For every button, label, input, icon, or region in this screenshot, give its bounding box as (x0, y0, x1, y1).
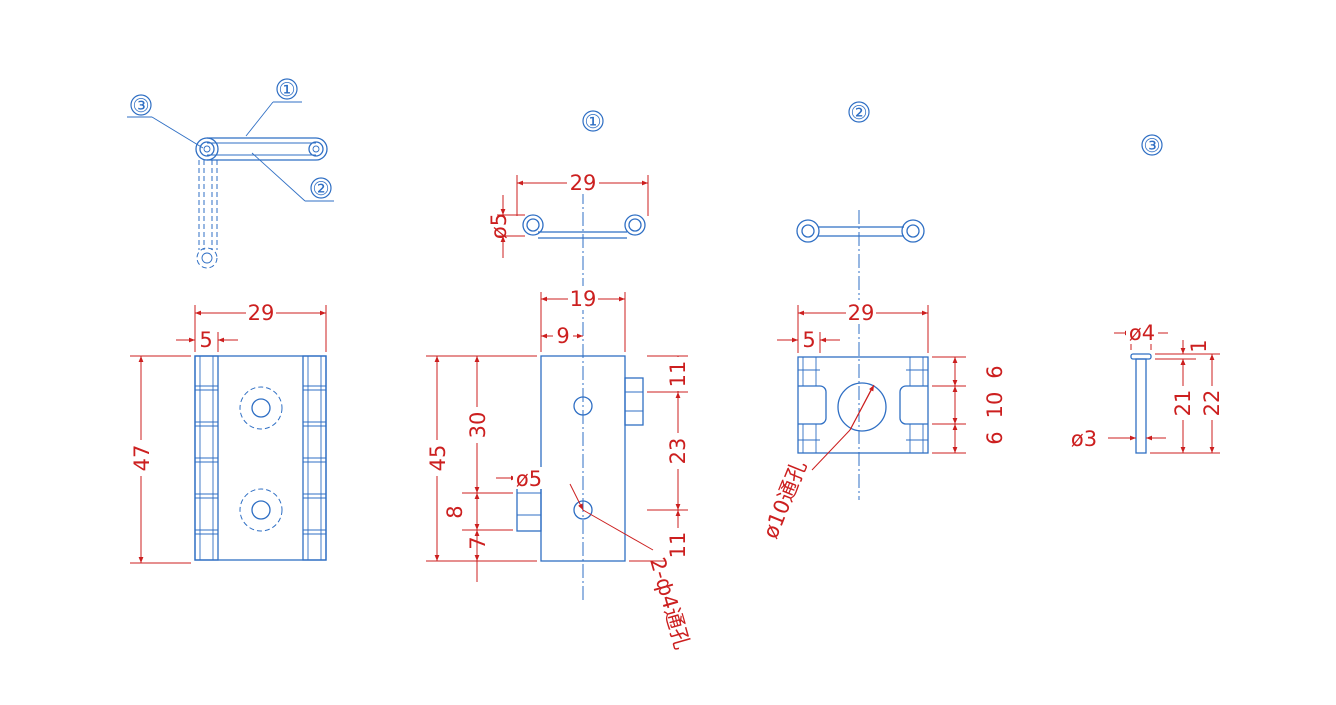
part1-h7-text: 7 (466, 536, 490, 549)
part2-width-text: 29 (848, 301, 875, 325)
part1-h30-text: 30 (466, 412, 490, 439)
assembly-height-text: 47 (130, 445, 154, 472)
part1-top-width-text: 29 (570, 171, 597, 195)
part3-right-dims: 1 21 22 (1150, 339, 1224, 454)
part1-dim-19: 19 (540, 286, 626, 352)
part1-callout-label: ① (584, 111, 601, 133)
assembly-dim-leaf: 5 (176, 326, 238, 352)
callout-3-part: ③ (1141, 134, 1163, 157)
part1-r11a-text: 11 (666, 361, 690, 388)
callout-3-assembly: ③ (127, 94, 204, 149)
part3-head-dia-text: ø4 (1129, 321, 1155, 345)
callout-1-assembly: ① (245, 78, 302, 137)
part3-dim-head: ø4 (1114, 320, 1168, 350)
assembly-top-view: ③ ① ② (127, 78, 334, 269)
part3-dim-pin: ø3 (1071, 427, 1166, 451)
part1-right-dims: 11 23 11 (629, 355, 690, 562)
part1-dim-45: 45 (424, 355, 537, 562)
part2-right-dims: 6 10 6 (932, 356, 1007, 454)
part1-dim-dia5: ø5 (496, 467, 545, 491)
part3-h21-text: 21 (1171, 390, 1195, 417)
part-3: ③ ø4 ø3 1 21 22 (1071, 134, 1224, 454)
assembly-width-text: 29 (248, 301, 275, 325)
assembly-dim-height: 47 (128, 355, 191, 564)
part2-hole-leader: ø10通孔 (758, 384, 875, 542)
part1-w19-text: 19 (570, 287, 597, 311)
part1-r11b-text: 11 (666, 532, 690, 559)
assembly-front-view: 29 5 47 (128, 300, 327, 564)
part3-h22-text: 22 (1200, 390, 1224, 417)
part1-dim-8: 8 (443, 493, 513, 531)
part1-holes-note: 2-ф4通孔 (645, 555, 694, 652)
part2-d6b-text: 6 (983, 431, 1007, 444)
part1-dim-top-width: 29 (516, 170, 649, 216)
part1-w9-text: 9 (556, 324, 569, 348)
part1-h45-text: 45 (426, 445, 450, 472)
part-2: ② 29 (758, 101, 1007, 542)
part1-dim-30: 30 (462, 356, 513, 494)
callout-2-label: ② (312, 178, 329, 200)
part1-dim-9: 9 (541, 323, 583, 348)
part1-dia5-text: ø5 (516, 467, 542, 491)
part1-top-dia-text: ø5 (487, 213, 511, 239)
part2-leaf-text: 5 (802, 328, 815, 352)
assembly-leaf-text: 5 (199, 328, 212, 352)
callout-1-part: ① (582, 110, 604, 133)
part1-h8-text: 8 (443, 505, 467, 518)
part3-h1-text: 1 (1187, 339, 1211, 352)
part2-d10-text: 10 (983, 392, 1007, 419)
part2-hole-note: ø10通孔 (758, 457, 811, 542)
part1-dim-7: 7 (466, 530, 490, 582)
part3-callout-label: ③ (1143, 135, 1160, 157)
part2-callout-label: ② (850, 102, 867, 124)
part-1: ① 29 ø5 (424, 110, 694, 652)
assembly-dim-width: 29 (194, 300, 327, 352)
part1-r23-text: 23 (666, 438, 690, 465)
part2-dim-width: 29 (797, 300, 929, 353)
callout-2-part: ② (848, 101, 870, 124)
part3-pin-dia-text: ø3 (1071, 427, 1097, 451)
part1-dim-top-dia: ø5 (487, 195, 525, 258)
callout-2-assembly: ② (251, 152, 334, 202)
part2-d6a-text: 6 (983, 365, 1007, 378)
callout-3-label: ③ (132, 95, 149, 117)
part2-dim-leaf: 5 (777, 326, 840, 353)
part1-holes-leader: 2-ф4通孔 (569, 483, 694, 652)
callout-1-label: ① (278, 79, 295, 101)
